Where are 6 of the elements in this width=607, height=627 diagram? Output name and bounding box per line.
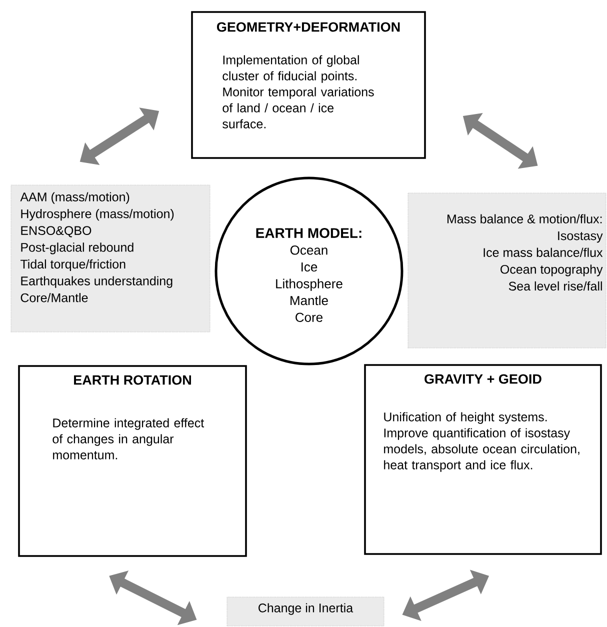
list-box: Mass balance & motion/flux: Isostasy Ice mass balance/flux Ocean topography Sea level rise/fall — [408, 192, 606, 348]
list-box: AAM (mass/motion) Hydrosphere (mass/motion) ENSO&QBO Post-glacial rebound Tidal torque/friction Earthquakes understanding Core/Mantle — [10, 184, 210, 332]
list-box: Change in Inertia — [226, 596, 384, 626]
text-box: GEOMETRY+DEFORMATION Implementation of global cluster of fiducial points. Monitor temporal variations of land / ocean / ice surface. — [191, 11, 426, 159]
text-box: EARTH ROTATION Determine integrated effect of changes in angular momentum. — [18, 365, 247, 557]
text-box: GRAVITY + GEOID Unification of height systems. Improve quantification of isostasy models, absolute ocean circulation, heat transport and ice flux. — [364, 364, 602, 555]
